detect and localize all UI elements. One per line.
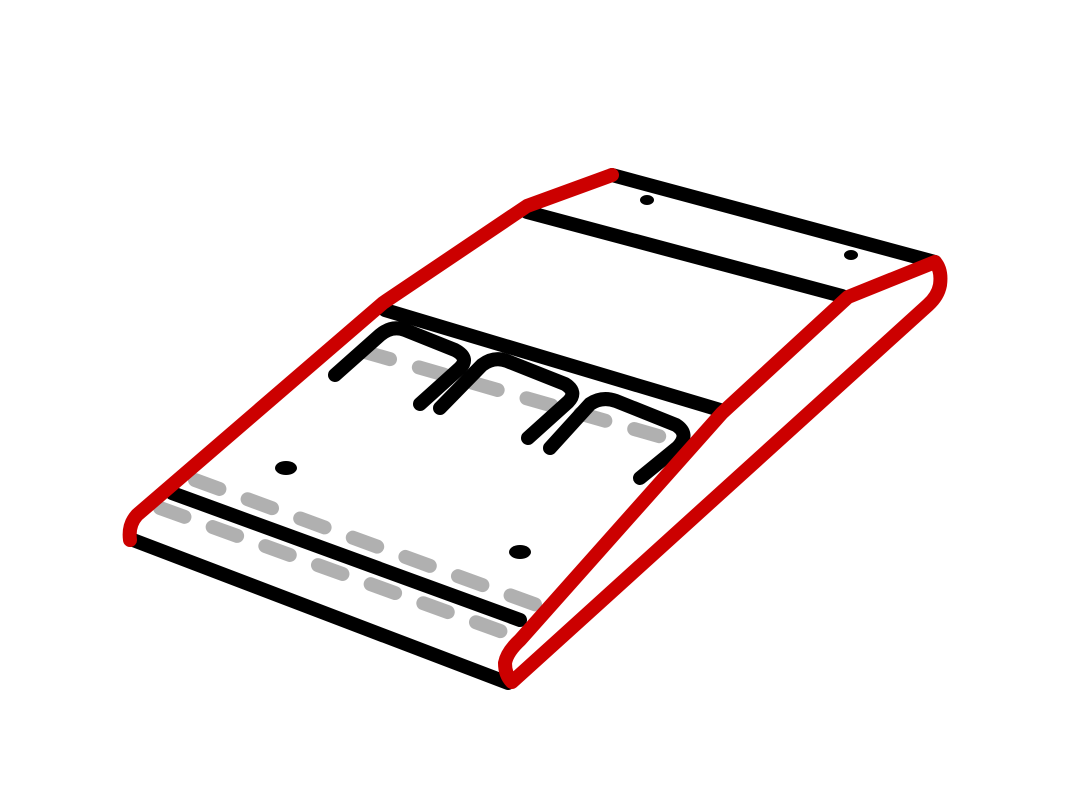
staple-bracket-icon	[328, 321, 471, 411]
outline-lines	[126, 168, 942, 690]
side-edges	[122, 168, 948, 689]
upper-crease-line	[520, 205, 849, 303]
left-side-edge	[122, 168, 619, 547]
middle-crease-line	[378, 303, 727, 417]
staple-bracket-icon	[543, 392, 691, 485]
lower-crease-line	[165, 486, 527, 627]
front-bottom-edge	[126, 533, 515, 690]
top-back-edge	[605, 168, 942, 269]
right-side-edge	[498, 255, 948, 689]
hidden-line-front-upper	[188, 473, 552, 615]
hidden-line-bracket-base	[358, 345, 697, 452]
bolt-hole-icon	[640, 195, 654, 205]
staple-bracket-icon	[433, 352, 580, 445]
hidden-line-front-lower	[153, 501, 532, 647]
bolt-hole-icon	[509, 545, 531, 559]
staple-brackets	[328, 321, 691, 485]
hidden-lines	[153, 345, 697, 647]
bolt-holes	[275, 195, 858, 559]
bolt-hole-icon	[844, 250, 858, 260]
bolt-hole-icon	[275, 461, 297, 475]
